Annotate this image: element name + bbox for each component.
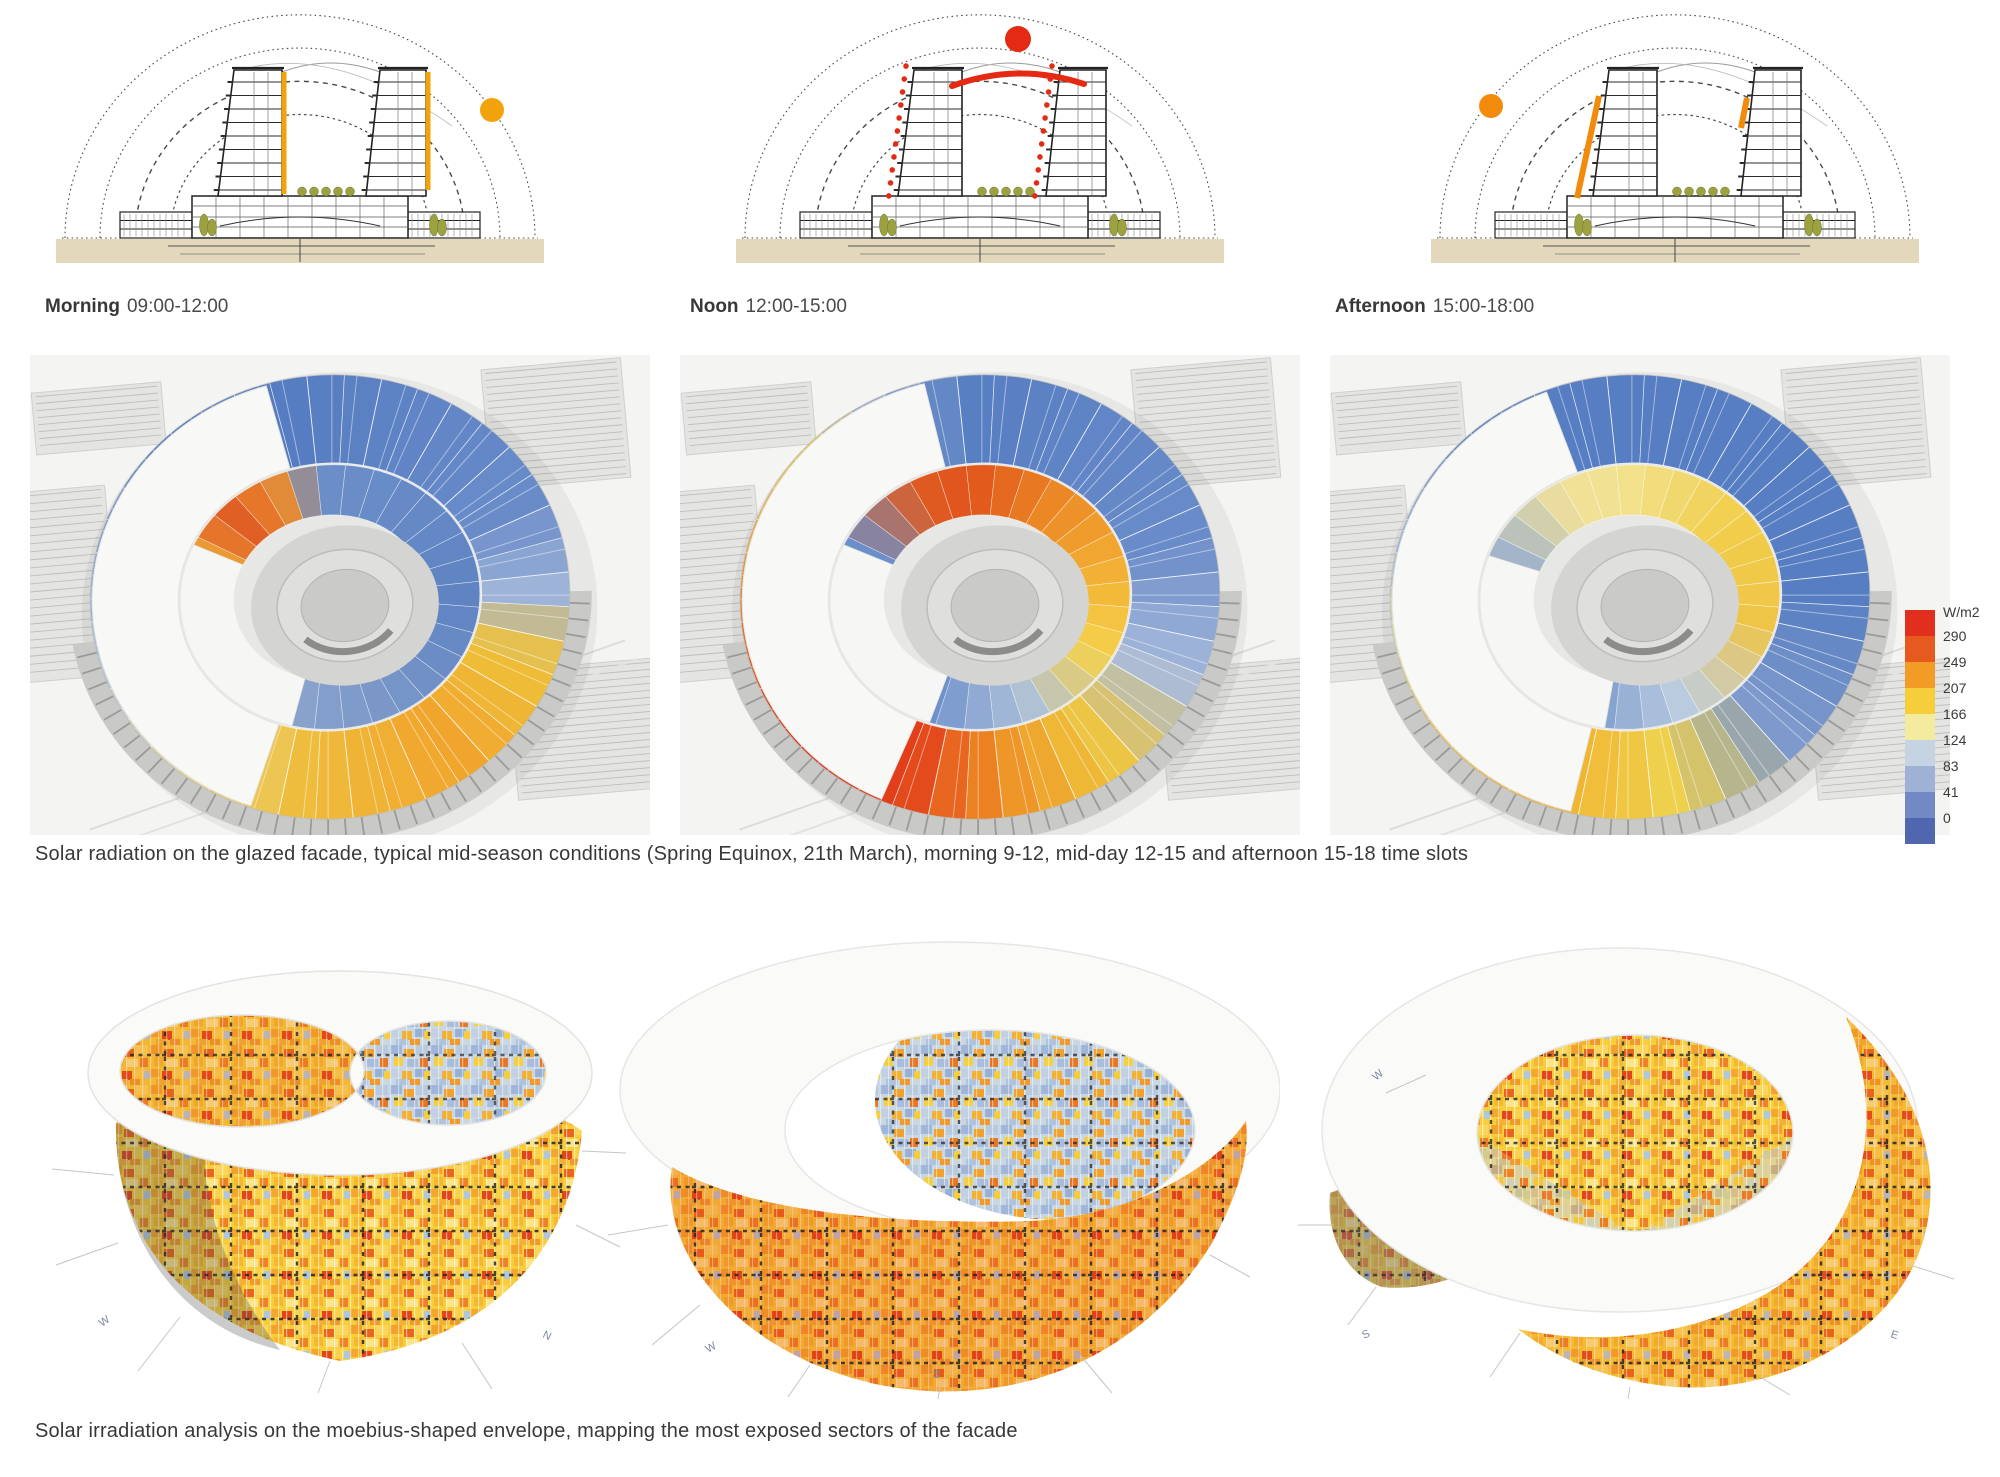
legend-color-cell [1905,818,1935,844]
legend-color-cell [1905,714,1935,740]
legend-color-cell [1905,688,1935,714]
radiation-render-afternoon [1330,355,1950,835]
time-slot-hours: 12:00-15:00 [745,296,847,317]
envelope-svg-1: WN [51,970,627,1394]
legend-value: 166 [1943,706,1967,722]
legend-value: 290 [1943,628,1967,644]
time-slot-label-noon: Noon 12:00-15:00 [690,296,847,318]
compass-label: W [97,1313,113,1329]
radiation-render-svg-noon [680,355,1300,835]
legend-title: W/m2 [1943,604,1980,620]
legend-color-cell [1905,766,1935,792]
compass-label: W [704,1340,720,1356]
legend-color-cell [1905,610,1935,636]
sun-path-diagram-noon [700,6,1260,278]
radiation-render-svg-morning [30,355,650,835]
time-slot-hours: 15:00-18:00 [1432,296,1535,317]
sun-path-svg-afternoon [1431,14,1919,263]
legend-value: 83 [1943,758,1959,774]
legend: W/m2 290 249 207 166 124 83 41 0 [1905,604,2000,850]
time-slot-label-afternoon: Afternoon 15:00-18:00 [1335,296,1534,318]
sun-path-svg-noon [736,14,1224,263]
legend-value: 249 [1943,654,1967,670]
sun-path-diagram-morning [20,6,580,278]
irradiation-caption: Solar irradiation analysis on the moebiu… [35,1420,1018,1442]
legend-value: 0 [1943,810,1951,826]
legend-color-cell [1905,636,1935,662]
compass-label: S [1360,1328,1372,1342]
legend-value: 207 [1943,680,1967,696]
legend-color-bar [1905,610,1935,844]
radiation-render-morning [30,355,650,835]
compass-label: S [932,1368,941,1381]
radiation-caption: Solar radiation on the glazed facade, ty… [35,843,1469,865]
time-slot-hours: 09:00-12:00 [126,296,229,317]
time-slot-name: Afternoon [1335,296,1426,317]
envelope-svg-2: WS [607,941,1280,1400]
time-slot-name: Noon [690,296,739,317]
legend-color-cell [1905,662,1935,688]
legend-value: 124 [1943,732,1967,748]
radiation-render-noon [680,355,1300,835]
legend-color-cell [1905,792,1935,818]
compass-label: N [541,1329,553,1343]
time-slot-name: Morning [45,296,120,317]
radiation-render-svg-afternoon [1330,355,1950,835]
sun-path-diagram-afternoon [1395,6,1955,278]
time-slot-label-morning: Morning 09:00-12:00 [45,296,228,318]
legend-value: 41 [1943,784,1959,800]
compass-label: E [1889,1328,1900,1342]
legend-color-cell [1905,740,1935,766]
sun-path-svg-morning [56,14,544,263]
